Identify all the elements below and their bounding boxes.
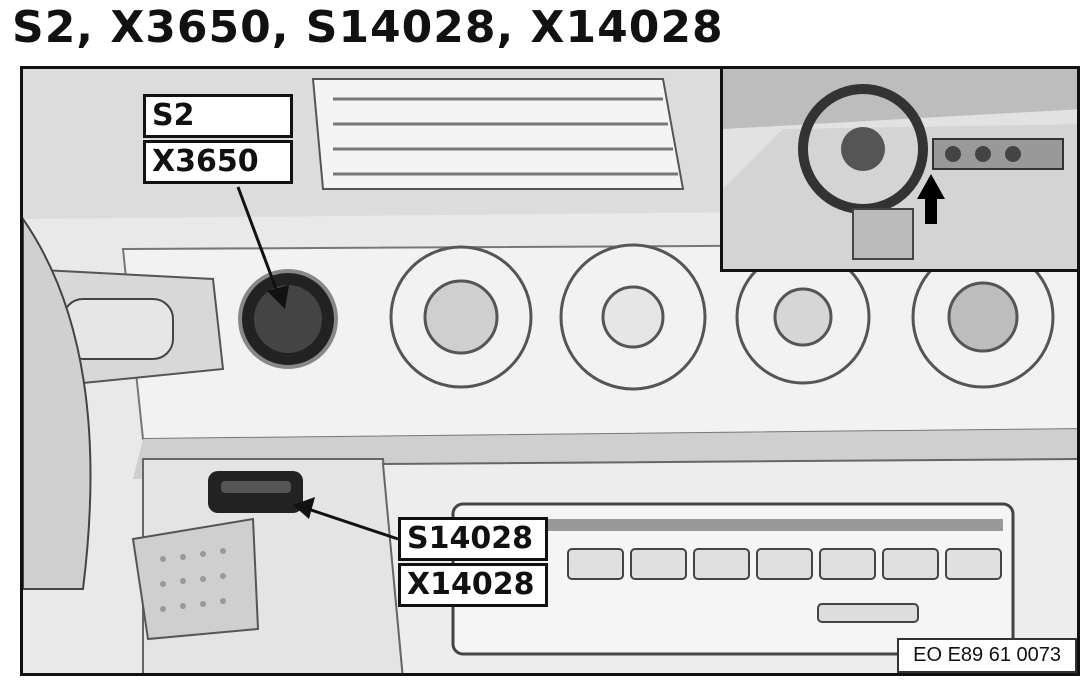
figure-code: EO E89 61 0073 [897, 638, 1077, 673]
label-s14028: S14028 [398, 517, 548, 561]
label-x14028: X14028 [398, 563, 548, 607]
interior-overview-inset [720, 66, 1080, 272]
label-s2: S2 [143, 94, 293, 138]
label-x3650: X3650 [143, 140, 293, 184]
location-arrow-icon [917, 174, 945, 224]
page-title: S2, X3650, S14028, X14028 [12, 2, 724, 53]
